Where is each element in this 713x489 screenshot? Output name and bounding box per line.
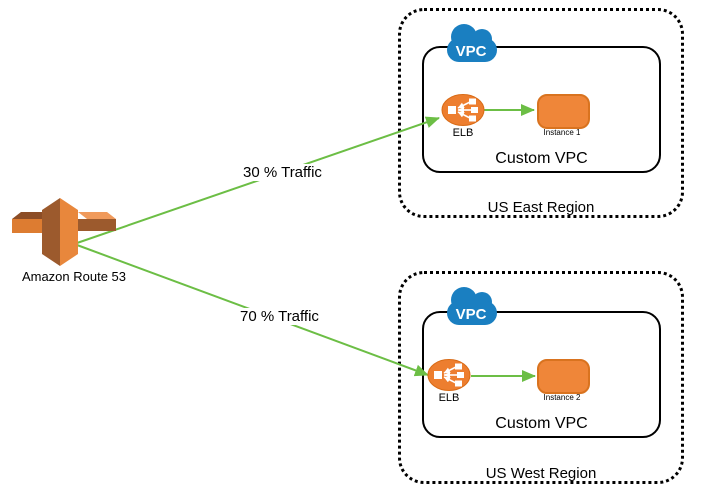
instance-label-2: Instance 2 bbox=[543, 393, 581, 402]
elb-label-east: ELB bbox=[452, 127, 474, 139]
route53-node[interactable] bbox=[8, 196, 120, 268]
custom-vpc-label-east: Custom VPC bbox=[495, 150, 588, 167]
route53-label: Amazon Route 53 bbox=[21, 269, 127, 284]
elb-icon-east[interactable] bbox=[441, 93, 485, 127]
instance-label-1: Instance 1 bbox=[543, 128, 581, 137]
elb-icon-west[interactable] bbox=[427, 358, 471, 392]
elb-label-west: ELB bbox=[438, 392, 460, 404]
traffic-label-30-percent: 30 % Traffic bbox=[240, 164, 325, 181]
region-label-us-west: US West Region bbox=[485, 465, 597, 482]
region-label-us-east: US East Region bbox=[487, 199, 595, 216]
instance-icon-1[interactable] bbox=[537, 94, 590, 129]
traffic-label-70-percent: 70 % Traffic bbox=[237, 308, 322, 325]
route53-icon bbox=[12, 198, 116, 266]
instance-icon-2[interactable] bbox=[537, 359, 590, 394]
vpc-cloud-icon-east[interactable]: VPC bbox=[444, 20, 500, 66]
vpc-cloud-text-east: VPC bbox=[456, 43, 487, 60]
vpc-cloud-text-west: VPC bbox=[456, 306, 487, 323]
custom-vpc-label-west: Custom VPC bbox=[495, 415, 588, 432]
vpc-cloud-icon-west[interactable]: VPC bbox=[444, 283, 500, 329]
